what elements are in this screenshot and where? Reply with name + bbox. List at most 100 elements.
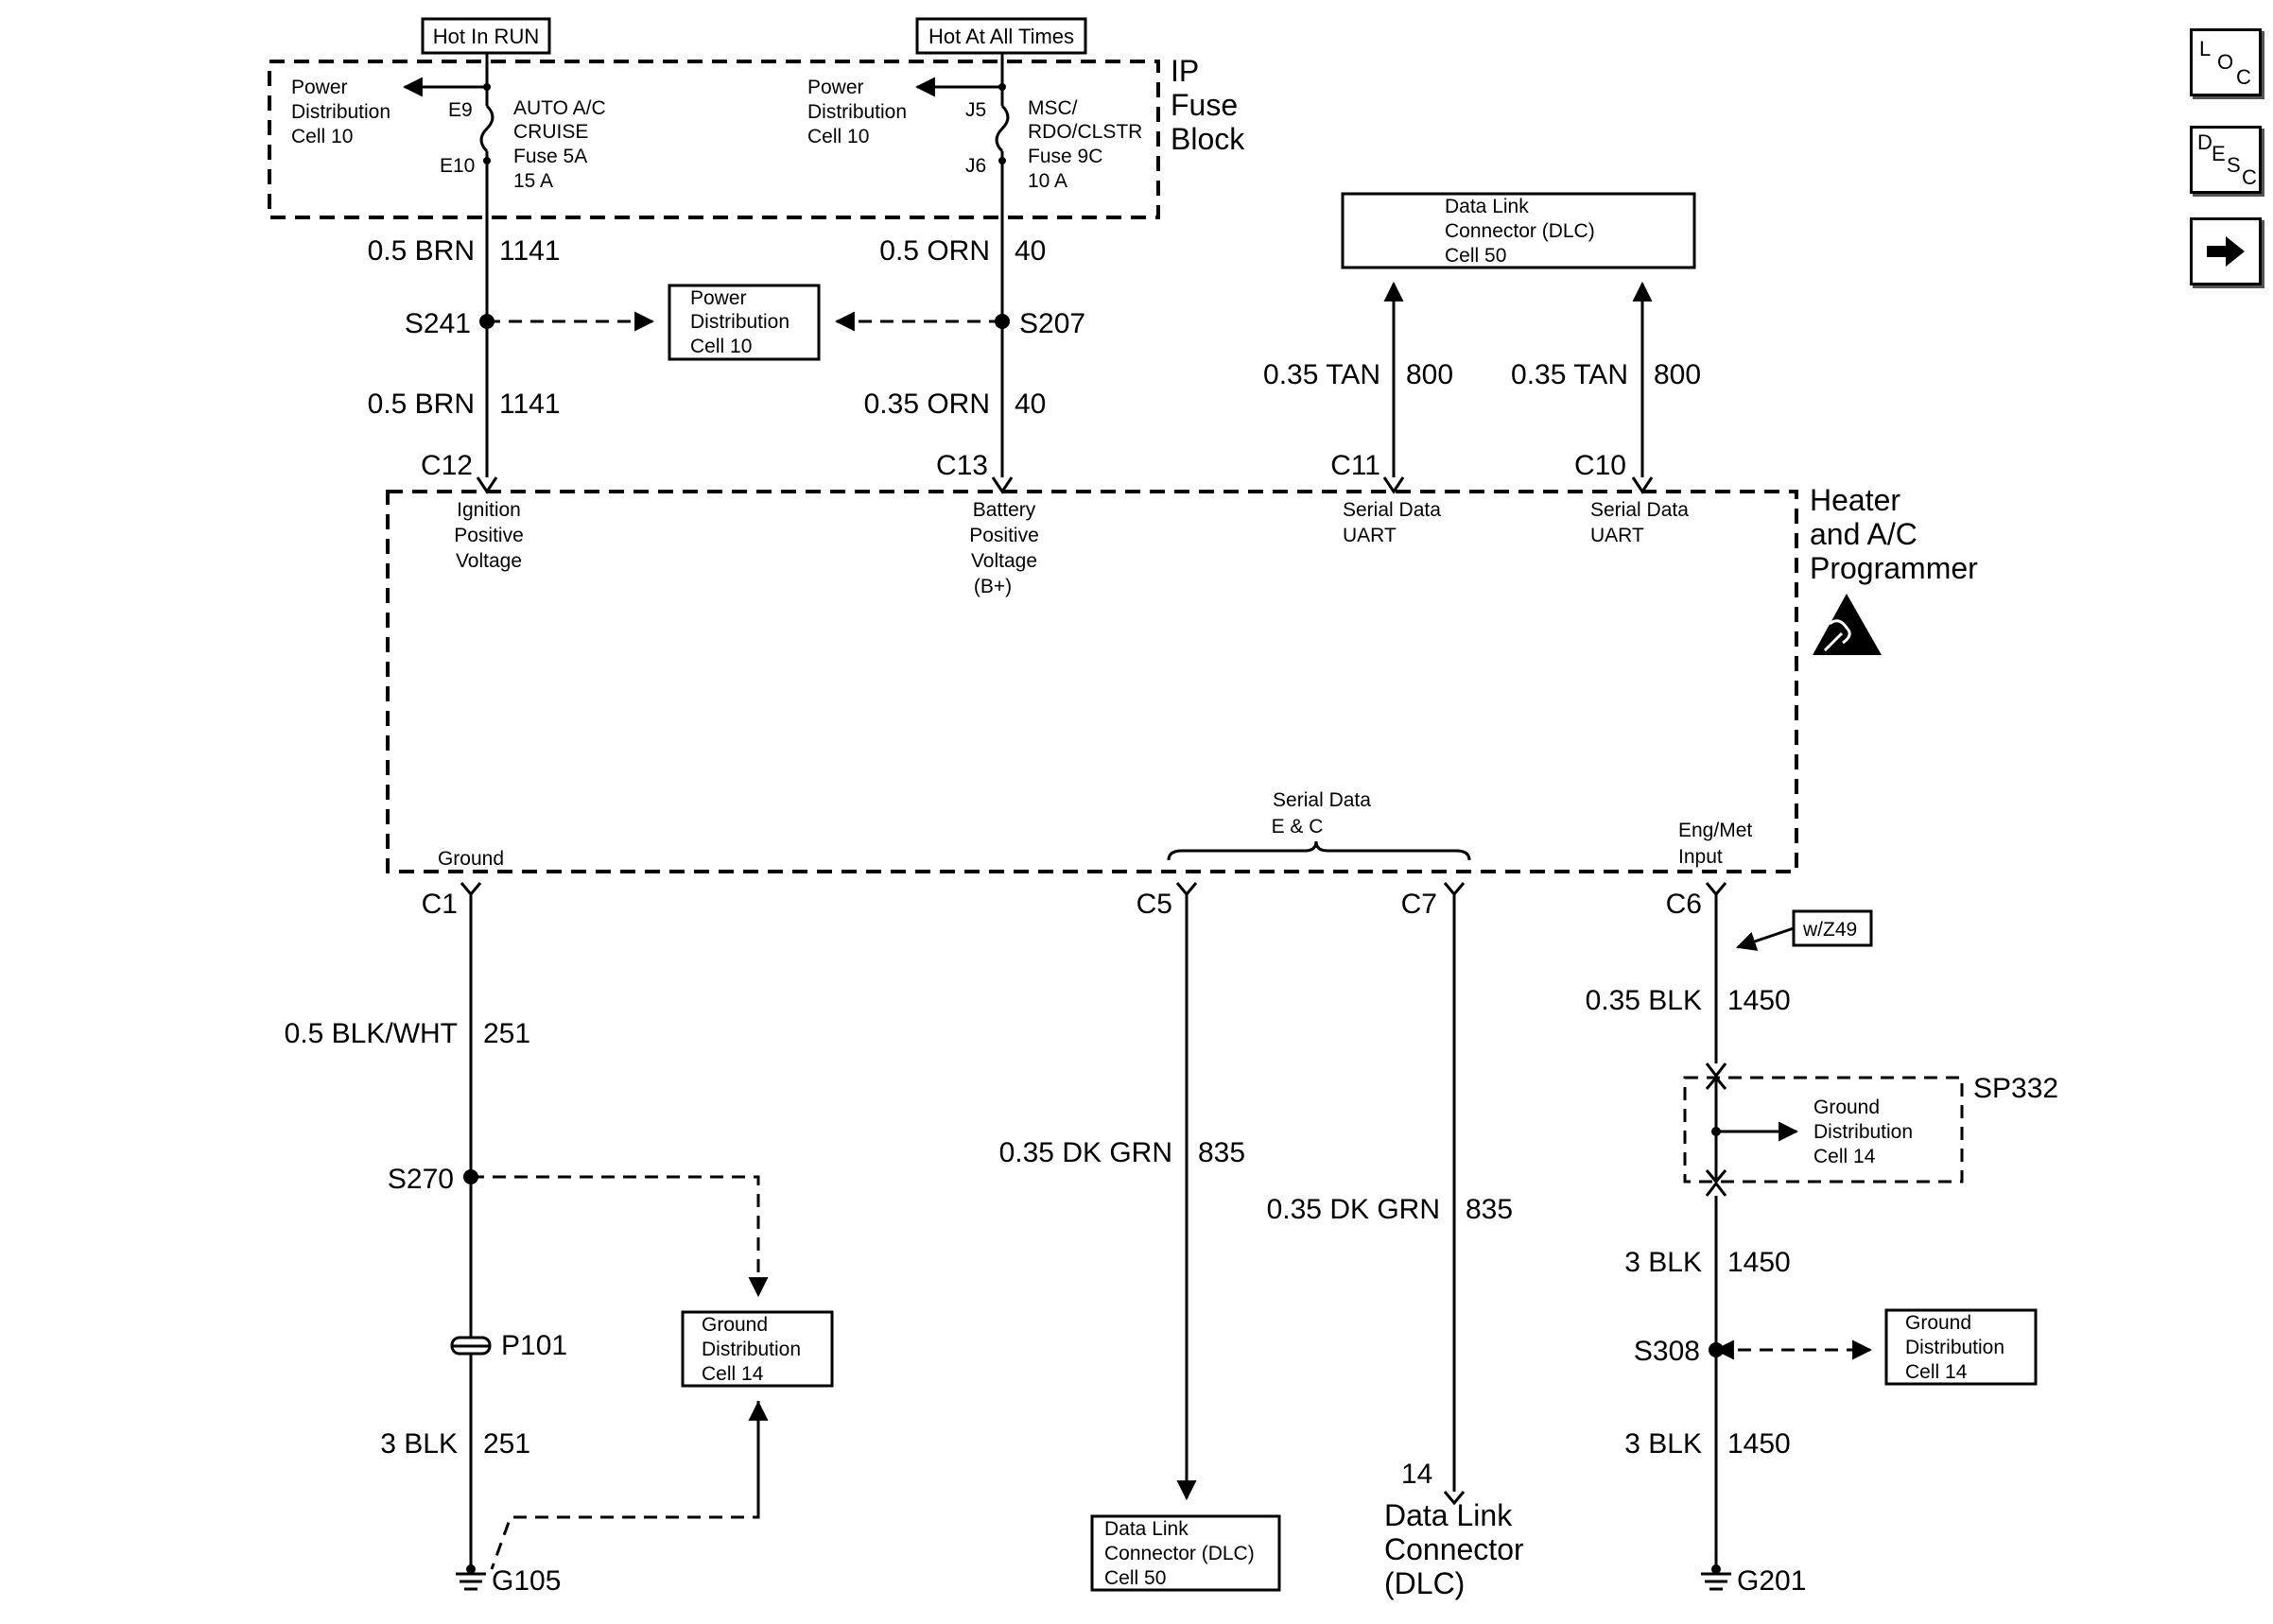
loc-button[interactable]: L O C [2190, 28, 2262, 96]
connector-c6: C6 [1666, 889, 1702, 920]
connector-c12: C12 [421, 450, 473, 481]
pin-j5: J5 [965, 99, 986, 121]
g201-label: G201 [1737, 1565, 1806, 1597]
wire-1450-color-top: 0.35 BLK [1586, 985, 1702, 1016]
module-name-1: Heater [1810, 483, 1900, 517]
dlc-bottom-label-3: Cell 50 [1104, 1567, 1166, 1589]
wire-800-num-c10: 800 [1654, 359, 1701, 390]
loc-letter-c: C [2236, 65, 2251, 89]
wire-1141-color-bottom: 0.5 BRN [368, 389, 475, 420]
battery-label-3: Voltage [971, 550, 1037, 572]
pin-e9: E9 [448, 99, 473, 121]
ground-distribution-right-box [1884, 1308, 2038, 1386]
engmet-label-2: Input [1678, 846, 1723, 868]
loc-letter-o: O [2217, 50, 2234, 74]
uart-c10-label-1: Serial Data [1590, 499, 1689, 521]
hot-at-all-times-label: Hot At All Times [928, 25, 1074, 48]
s241-splice [479, 314, 495, 329]
fuse5-label-3: Fuse 5A [513, 146, 587, 167]
s207-label: S207 [1019, 308, 1085, 339]
wire-40-num-bottom: 40 [1015, 389, 1046, 420]
connector-c11: C11 [1330, 450, 1380, 481]
fuse5-label-2: CRUISE [513, 121, 588, 143]
wire-251-color-bottom: 3 BLK [380, 1428, 458, 1460]
dlc-bottom-label-2: Connector (DLC) [1104, 1543, 1255, 1564]
battery-label-2: Positive [969, 525, 1039, 546]
g105-label: G105 [492, 1565, 561, 1597]
wire-40-num-top: 40 [1015, 235, 1046, 267]
gd-left-label-3: Cell 14 [702, 1363, 764, 1385]
wz49-label: w/Z49 [1802, 919, 1857, 941]
wire-1450-color-bottom: 3 BLK [1624, 1428, 1702, 1460]
left-pd-label-1: Power [291, 77, 348, 98]
fuse9-label-1: MSC/ [1028, 97, 1078, 119]
pd-box-label-2: Distribution [690, 311, 789, 333]
sp332-outline [1683, 1076, 1964, 1183]
desc-letter-s: S [2227, 153, 2241, 177]
desc-letter-e: E [2212, 142, 2226, 165]
hot-in-run-label: Hot In RUN [433, 25, 539, 48]
dlc-bottom-box [1090, 1514, 1281, 1592]
pd-box-label-1: Power [690, 287, 747, 309]
wire-800-color-c10: 0.35 TAN [1511, 359, 1628, 390]
programmer-outline [386, 490, 1798, 873]
dlc-top-label-3: Cell 50 [1445, 245, 1506, 267]
connector-c7: C7 [1401, 889, 1437, 920]
wire-40-color-bottom: 0.35 ORN [864, 389, 990, 420]
fuse9-label-2: RDO/CLSTR [1028, 121, 1142, 143]
wire-800-color-c11: 0.35 TAN [1263, 359, 1380, 390]
dlc-top-label-2: Connector (DLC) [1445, 220, 1595, 242]
s308-splice [1709, 1342, 1724, 1357]
connector-c13: C13 [936, 450, 988, 481]
pin-j6: J6 [965, 155, 986, 177]
dlc-label-2: Connector [1384, 1532, 1524, 1566]
s270-label: S270 [388, 1164, 454, 1195]
dlc-label-1: Data Link [1384, 1498, 1513, 1532]
fuse9-label-4: 10 A [1028, 170, 1067, 192]
esd-warning-icon [1813, 594, 1882, 655]
gd-sp332-label-1: Ground [1813, 1097, 1880, 1118]
ip-fuse-block-title-2: Fuse [1171, 88, 1238, 122]
gd-left-label-1: Ground [702, 1314, 768, 1336]
p101-label: P101 [501, 1330, 567, 1361]
ignition-label-1: Ignition [457, 499, 521, 521]
wire-1450-num-bottom: 1450 [1727, 1428, 1791, 1460]
s241-label: S241 [405, 308, 471, 339]
uart-c11-label-1: Serial Data [1343, 499, 1441, 521]
s207-splice [995, 314, 1010, 329]
wire-1450-num-top: 1450 [1727, 985, 1791, 1016]
desc-letter-c: C [2242, 165, 2257, 189]
loc-letter-l: L [2199, 37, 2212, 60]
battery-label-1: Battery [973, 499, 1036, 521]
s270-splice [463, 1169, 478, 1184]
wire-1450-num-mid: 1450 [1727, 1247, 1791, 1278]
next-button[interactable] [2190, 217, 2262, 285]
s308-label: S308 [1634, 1336, 1700, 1367]
fuse5-label-1: AUTO A/C [513, 97, 606, 119]
wire-835-color-c5: 0.35 DK GRN [999, 1137, 1172, 1168]
pin-e10: E10 [440, 155, 475, 177]
dlc-top-box [1341, 192, 1696, 269]
ip-fuse-block-title-3: Block [1171, 122, 1245, 156]
connector-c10: C10 [1574, 450, 1626, 481]
wire-835-num-c7: 835 [1466, 1194, 1513, 1225]
wire-835-num-c5: 835 [1198, 1137, 1245, 1168]
dlc-bottom-label-1: Data Link [1104, 1518, 1189, 1540]
engmet-label-1: Eng/Met [1678, 820, 1752, 841]
uart-c10-label-2: UART [1590, 525, 1644, 546]
gd-right-label-1: Ground [1905, 1312, 1971, 1334]
ip-fuse-block-outline [268, 60, 1160, 219]
wire-835-color-c7: 0.35 DK GRN [1267, 1194, 1440, 1225]
dlc-top-label-1: Data Link [1445, 196, 1529, 217]
ground-pin-label: Ground [438, 848, 504, 870]
gd-sp332-label-2: Distribution [1813, 1121, 1913, 1143]
desc-button[interactable]: D E S C [2190, 126, 2262, 194]
pd-box-label-3: Cell 10 [690, 336, 752, 357]
connector-c5: C5 [1136, 889, 1172, 920]
right-pd-label-2: Distribution [807, 101, 907, 123]
ground-distribution-left-box [681, 1310, 834, 1388]
gd-right-label-3: Cell 14 [1905, 1361, 1968, 1383]
power-distribution-box [668, 284, 821, 361]
module-name-2: and A/C [1810, 517, 1917, 551]
